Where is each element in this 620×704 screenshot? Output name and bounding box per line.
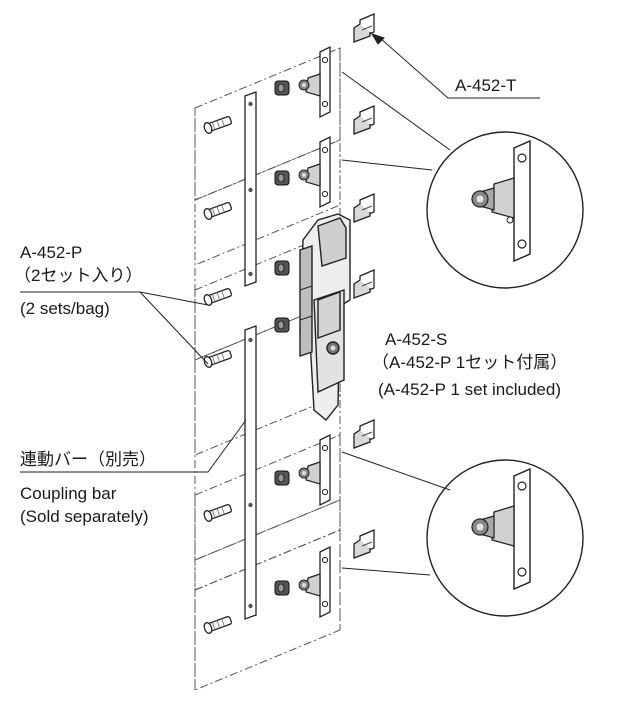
label-part-s-included-en: (A-452-P 1 set included) [378,380,562,399]
nuts [274,80,290,596]
coupling-bar-lower [244,325,257,620]
label-coupling-bar-sold: (Sold separately) [20,507,149,526]
label-coupling-bar-en: Coupling bar [20,484,117,503]
label-part-t: A-452-T [455,76,517,95]
leader-lines [20,33,540,576]
label-part-s: A-452-S [385,330,448,349]
detail-circle-lower [426,459,584,617]
clips [353,13,375,559]
detail-circle-upper [426,131,584,289]
latch-handle [299,213,351,421]
label-part-s-included-jp: （A-452-P 1セット付属） [372,353,568,372]
bolts [202,113,234,636]
label-part-p-sets-en: (2 sets/bag) [20,299,110,318]
coupling-bar-upper [244,91,257,287]
label-coupling-bar-jp: 連動バー（別売） [20,450,156,469]
label-part-p: A-452-P [20,243,83,262]
label-part-p-sets-jp: （2セット入り） [14,266,143,285]
